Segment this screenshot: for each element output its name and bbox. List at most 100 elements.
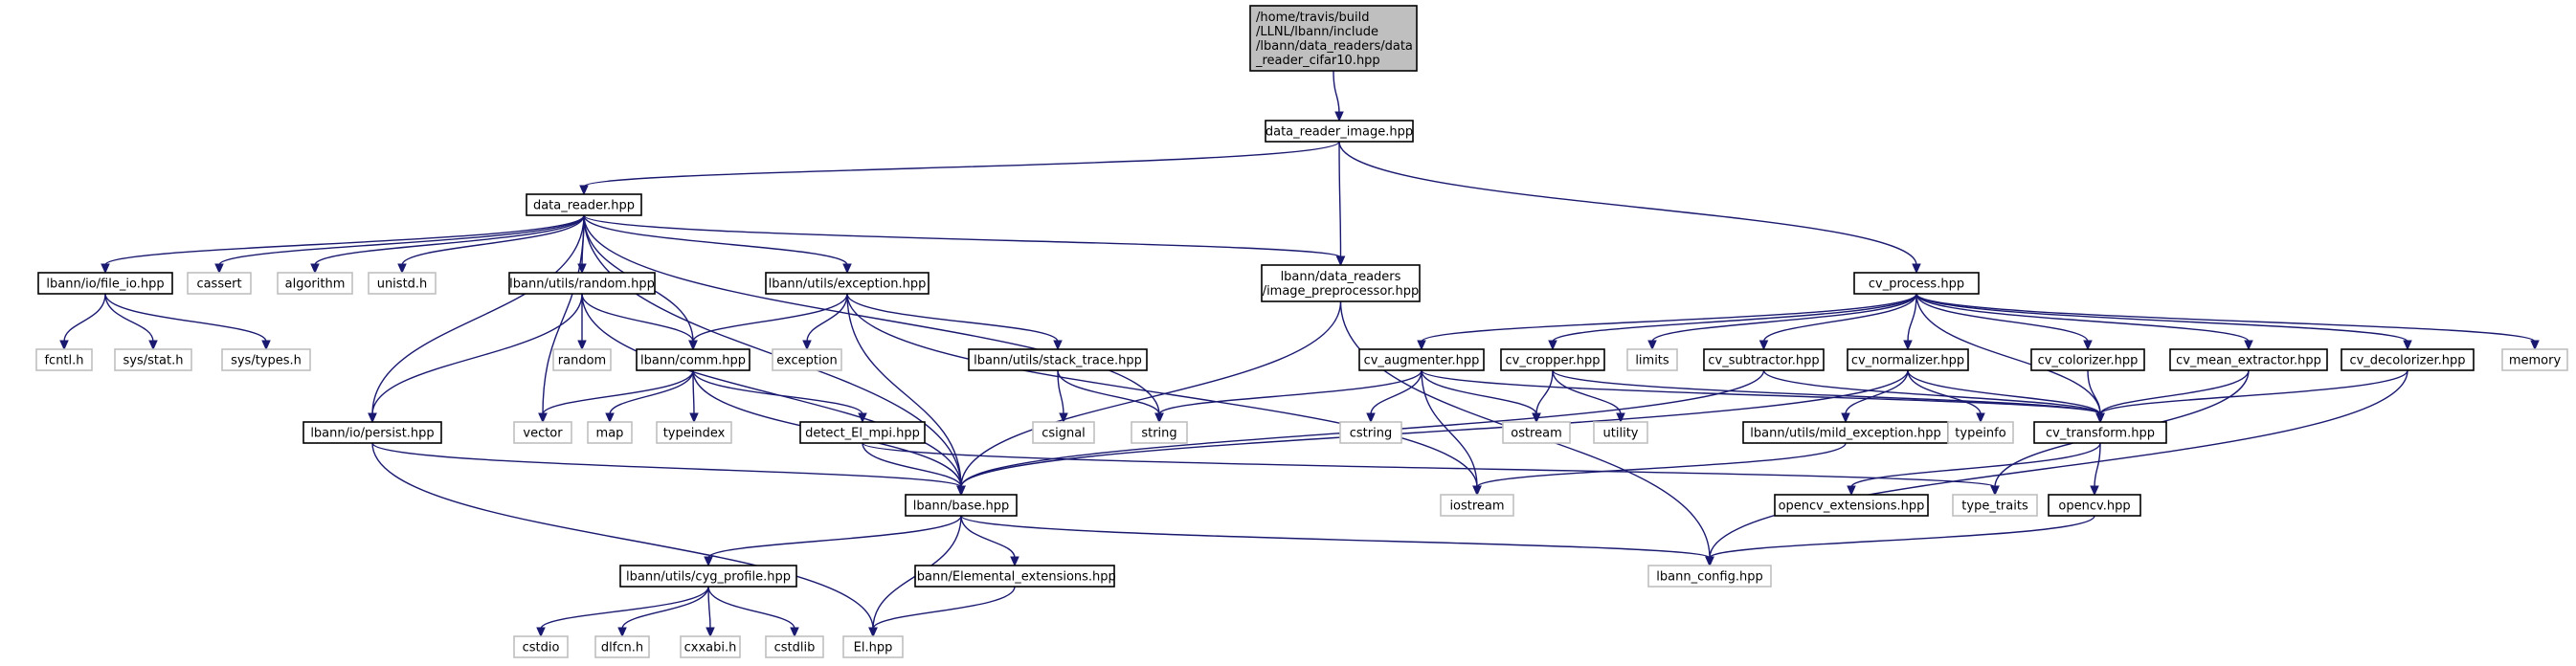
node-label: sys/stat.h (123, 354, 184, 368)
node-opencv-ext[interactable]: opencv_extensions.hpp (1774, 494, 1929, 517)
node-stack-trace[interactable]: lbann/utils/stack_trace.hpp (968, 348, 1148, 371)
node-image-preprocessor[interactable]: lbann/data_readers/image_preprocessor.hp… (1261, 264, 1421, 302)
edge-line (1651, 293, 1917, 343)
node-box (2341, 348, 2475, 371)
node-box (513, 635, 569, 658)
edge-cv_process-to-cv_colorizer (1915, 293, 2093, 351)
edge-image_preprocessor-to-base_hpp (956, 300, 1342, 497)
node-persist[interactable]: lbann/io/persist.hpp (302, 421, 442, 444)
edge-cv_augmenter-to-ostream (1421, 369, 1541, 424)
node-box (1847, 348, 1969, 371)
node-label: utility (1603, 427, 1639, 441)
edge-arrowhead (2090, 485, 2099, 497)
edge-arrowhead (868, 627, 878, 638)
node-comm-hpp[interactable]: lbann/comm.hpp (636, 348, 750, 371)
node-cv-decolorizer[interactable]: cv_decolorizer.hpp (2341, 348, 2475, 371)
node-label: vector (523, 427, 563, 441)
edge-line (1850, 442, 2101, 488)
node-box (2033, 421, 2167, 444)
edge-cv_process-to-limits (1647, 293, 1917, 351)
node-detect-el-mpi[interactable]: detect_El_mpi.hpp (799, 421, 926, 444)
node-cv-augmenter[interactable]: cv_augmenter.hpp (1358, 348, 1485, 371)
node-memory: memory (2501, 348, 2568, 371)
node-label: iostream (1449, 500, 1504, 514)
node-label: lbann/Elemental_extensions.hpp (913, 570, 1116, 585)
node-box (1265, 120, 1414, 143)
node-mild-exception[interactable]: lbann/utils/mild_exception.hpp (1742, 421, 1949, 444)
edge-line (583, 141, 1340, 188)
node-label: cv_cropper.hpp (1505, 354, 1600, 368)
node-file-io[interactable]: lbann/io/file_io.hpp (37, 272, 173, 295)
node-cv-subtractor[interactable]: cv_subtractor.hpp (1703, 348, 1825, 371)
node-root[interactable]: /home/travis/build/LLNL/lbann/include/lb… (1249, 5, 1418, 72)
edge-cv_process-to-memory (1915, 293, 2540, 351)
edge-line (540, 586, 709, 630)
edge-data_reader-to-algorithm (310, 214, 585, 275)
edge-cyg_profile-to-cxxabi (706, 586, 715, 638)
node-box (552, 348, 612, 371)
node-label: lbann/data_readers (1281, 270, 1401, 284)
node-limits: limits (1626, 348, 1678, 371)
edge-random_hpp-to-comm_hpp (581, 293, 698, 351)
node-box (114, 348, 192, 371)
edge-line (1057, 369, 1160, 415)
node-label: csignal (1042, 427, 1086, 441)
node-box (277, 272, 353, 295)
node-label: limits (1635, 354, 1669, 368)
node-label: opencv.hpp (2058, 500, 2130, 514)
edge-line (2087, 369, 2101, 415)
node-cv-normalizer[interactable]: cv_normalizer.hpp (1847, 348, 1969, 371)
edge-mild_exception-to-iostream (1472, 442, 1847, 497)
node-box (513, 421, 572, 444)
node-box (772, 348, 842, 371)
edge-arrowhead (1616, 412, 1625, 424)
node-random-hpp[interactable]: lbann/utils/random.hpp (508, 272, 656, 295)
edge-file_io-to-sys_types (104, 293, 271, 351)
node-cv-process[interactable]: cv_process.hpp (1853, 272, 1980, 295)
node-type-traits: type_traits (1952, 494, 2038, 517)
edge-line (218, 214, 585, 266)
edge-arrowhead (1366, 412, 1376, 424)
node-el-hpp: El.hpp (842, 635, 904, 658)
edge-arrowhead (1059, 412, 1068, 424)
edge-arrowhead (101, 263, 110, 275)
edge-arrowhead (1903, 340, 1913, 351)
node-typeindex: typeindex (656, 421, 732, 444)
edge-cv_cropper-to-ostream (1532, 369, 1554, 424)
node-elemental-ext[interactable]: lbann/Elemental_extensions.hpp (913, 565, 1116, 588)
node-cv-mean-extractor[interactable]: cv_mean_extractor.hpp (2169, 348, 2328, 371)
node-data-reader-image[interactable]: data_reader_image.hpp (1265, 120, 1414, 143)
node-label: lbann/utils/stack_trace.hpp (974, 354, 1142, 368)
edge-arrowhead (397, 263, 407, 275)
node-cyg-profile[interactable]: lbann/utils/cyg_profile.hpp (619, 565, 797, 588)
node-label: lbann_config.hpp (1656, 570, 1762, 585)
node-label: lbann/base.hpp (913, 500, 1010, 514)
node-box (1593, 421, 1648, 444)
edge-random_hpp-to-persist (368, 293, 583, 424)
node-box (368, 272, 437, 295)
node-cv-colorizer[interactable]: cv_colorizer.hpp (2030, 348, 2145, 371)
node-box (1647, 565, 1772, 588)
node-label: _reader_cifar10.hpp (1255, 54, 1380, 68)
node-cv-transform[interactable]: cv_transform.hpp (2033, 421, 2167, 444)
node-base-hpp[interactable]: lbann/base.hpp (905, 494, 1018, 517)
edge-exception_hpp-to-exception (802, 293, 848, 351)
edge-cv_process-to-cv_decolorizer (1915, 293, 2412, 351)
node-exception-hpp[interactable]: lbann/utils/exception.hpp (765, 272, 930, 295)
node-box (1339, 421, 1402, 444)
edge-arrowhead (1548, 340, 1557, 351)
node-label: cv_transform.hpp (2046, 427, 2155, 441)
node-cv-cropper[interactable]: cv_cropper.hpp (1500, 348, 1605, 371)
edge-line (846, 293, 1478, 488)
edge-cv_decolorizer-to-cv_transform (2095, 369, 2408, 424)
node-data-reader[interactable]: data_reader.hpp (526, 193, 642, 216)
node-opencv-hpp[interactable]: opencv.hpp (2048, 494, 2141, 517)
edge-comm_hpp-to-map (605, 369, 694, 424)
edge-line (371, 442, 874, 630)
edge-line (872, 586, 1016, 630)
node-label: /LLNL/lbann/include (1256, 25, 1378, 39)
node-box (1500, 348, 1605, 371)
edge-line (371, 442, 962, 488)
edge-data_reader-to-unistd (397, 214, 585, 275)
edge-line (846, 293, 1059, 343)
